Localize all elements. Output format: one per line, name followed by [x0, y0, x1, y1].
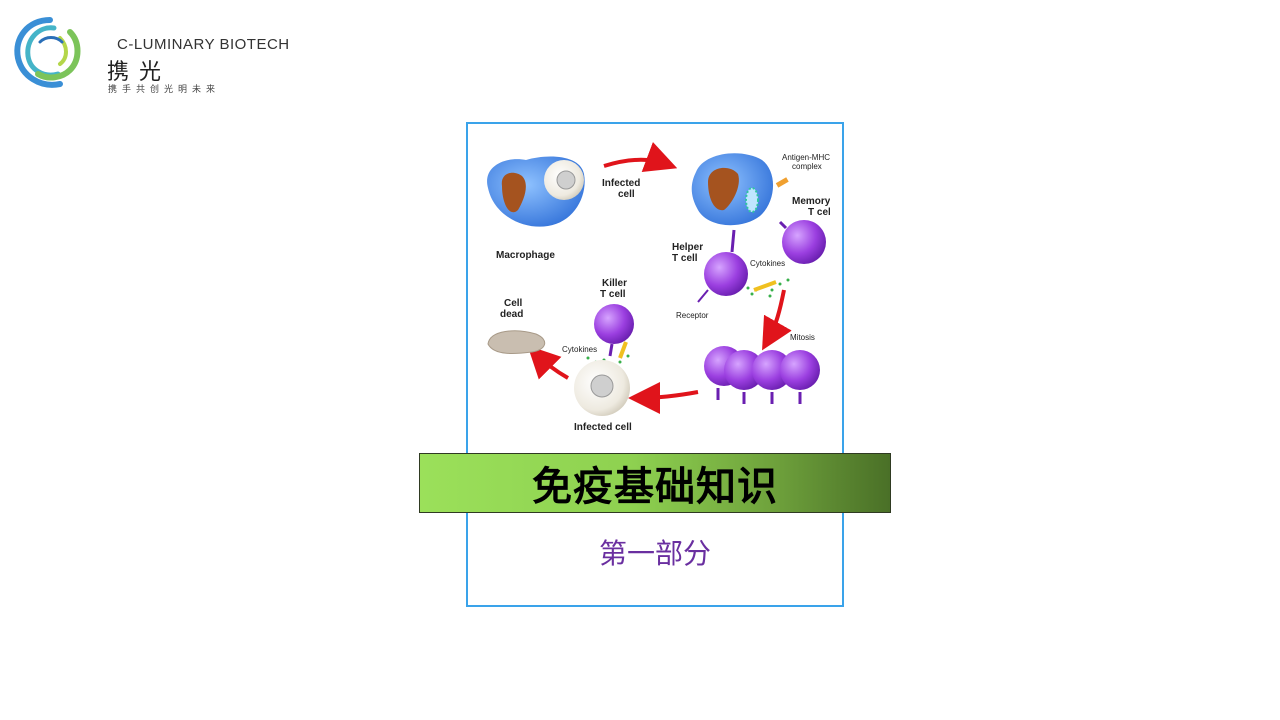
cytokines-right-label: Cytokines [750, 259, 785, 268]
arrow-to-dead-cell [527, 345, 569, 380]
killer-t-cell [594, 304, 634, 344]
swirl-logo-icon [14, 17, 81, 88]
macrophage-cell [487, 156, 585, 227]
section-title: 免疫基础知识 [532, 464, 778, 510]
company-logo: C-LUMINARY BIOTECH 携光 携手共创光明未来 [10, 12, 300, 95]
brand-name-english: C-LUMINARY BIOTECH [117, 36, 290, 53]
arrow-to-mitosis [762, 289, 792, 351]
antigen-presenting-cell [691, 153, 789, 226]
mitosis-t-cells [704, 346, 820, 404]
section-title-banner: 免疫基础知识 [419, 453, 891, 513]
dead-cell [487, 330, 546, 355]
brand-slogan: 携手共创光明未来 [108, 85, 221, 95]
cytokines-left-label: Cytokines [562, 345, 597, 354]
macrophage-label: Macrophage [496, 250, 555, 261]
receptor-label: Receptor [676, 311, 709, 320]
arrow-macrophage-to-apc [603, 142, 678, 172]
brand-name-chinese: 携光 [107, 60, 172, 85]
memory-t-cell [782, 220, 826, 264]
infected-cell-bottom-label: Infected cell [574, 422, 632, 433]
helper-t-cell [704, 252, 748, 296]
arrow-to-infected-cell [628, 381, 699, 414]
section-subtitle: 第一部分 [598, 537, 711, 570]
mitosis-label: Mitosis [790, 333, 815, 342]
